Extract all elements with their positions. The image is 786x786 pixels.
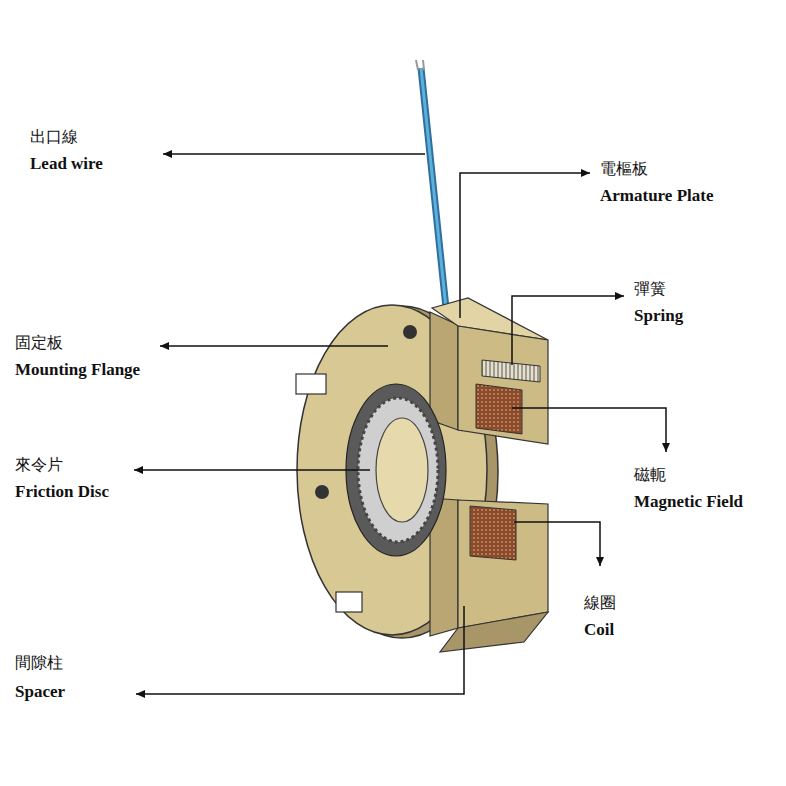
part-name-zh: 彈簧 <box>634 280 666 298</box>
part-name-zh: 來令片 <box>15 456 63 474</box>
part-name-zh: 磁軛 <box>634 466 666 484</box>
part-name-en: Friction Disc <box>15 482 109 502</box>
part-name-en: Spring <box>634 306 683 326</box>
part-name-zh: 間隙柱 <box>15 654 63 672</box>
part-name-en: Coil <box>584 620 614 640</box>
part-name-zh: 線圈 <box>584 594 616 612</box>
part-name-zh: 固定板 <box>15 334 63 352</box>
part-name-en: Armature Plate <box>600 186 713 206</box>
part-name-en: Mounting Flange <box>15 360 140 380</box>
part-name-zh: 出口線 <box>30 128 78 146</box>
part-name-en: Magnetic Field <box>634 492 743 512</box>
part-name-en: Spacer <box>15 682 65 702</box>
part-name-en: Lead wire <box>30 154 103 174</box>
part-name-zh: 電樞板 <box>600 160 648 178</box>
